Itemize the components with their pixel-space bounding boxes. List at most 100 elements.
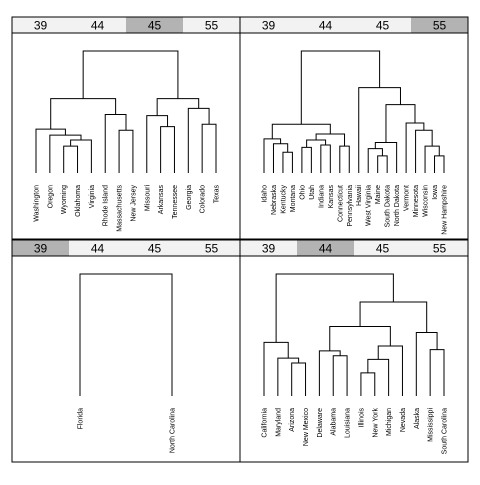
dendrogram-branch [201,123,217,173]
strip-cell-highlight [297,240,354,256]
leaf-label: California [262,408,269,438]
leaf-label: Minnesota [413,185,420,217]
leaf-label: Iowa [432,185,439,200]
dendrogram-branch [360,372,376,396]
leaf-label: Illinois [358,408,365,428]
strip-cell [240,17,297,33]
leaf-label: Hawaii [356,185,363,206]
leaf-label: Alaska [414,408,421,429]
leaf-label: New York [372,408,379,438]
strip-cell [69,17,126,33]
dendrogram-branch [358,87,401,173]
leaf-label: Utah [309,185,316,200]
leaf-label: Alabama [331,408,338,436]
leaf-label: Delaware [317,408,324,438]
strip-label: 45 [376,19,390,33]
strip-cell [126,240,183,256]
dendrogram-branch [104,113,127,173]
leaf-label: South Dakota [385,185,392,228]
dendrogram-branch [49,134,82,173]
dendrogram-branch [306,139,327,148]
dendrogram-branch [282,151,293,173]
leaf-label: Indiana [318,185,325,208]
dendrogram-branch [275,273,394,343]
dendrogram-branch [79,273,173,396]
leaf-label: Texas [214,185,221,204]
leaf-label: Wisconsin [423,185,430,217]
strip-label: 39 [34,242,48,256]
dendrogram-branch [271,123,331,139]
dendrogram-branch [300,50,381,125]
dendrogram-branch [339,145,350,173]
leaf-label: North Dakota [394,185,401,226]
strip-label: 39 [262,19,276,33]
strip-label: 55 [205,242,219,256]
strip-label: 44 [91,242,105,256]
dendrogram-branch [359,301,428,333]
leaf-label: Colorado [200,185,207,214]
strip-cell [12,17,69,33]
dendrogram-branch [156,98,200,116]
dendrogram-branch [63,145,79,173]
leaf-label: Ohio [299,185,306,200]
leaf-label: New Jersey [130,185,137,222]
leaf-label: Missouri [144,185,151,212]
strip-label: 39 [262,242,276,256]
dendrogram-branch [146,115,169,173]
strip-cell [297,17,354,33]
leaf-label: Arizona [289,408,296,432]
dendrogram-branch [367,358,390,396]
strip-cell [411,240,468,256]
dendrogram-branch [320,144,331,173]
dendrogram-branch [50,98,117,130]
leaf-label: North Carolina [170,408,177,453]
dendrogram-branch [263,341,289,396]
dendrogram-branch [367,148,383,173]
leaf-label: South Carolina [442,408,449,454]
dendrogram-branch [277,357,300,396]
leaf-label: Virginia [89,185,96,208]
strip-label: 44 [319,19,333,33]
dendrogram-branch [385,104,416,143]
strip-cell [354,240,411,256]
strip-cell [183,17,240,33]
strip-cell-highlight [12,240,69,256]
strip-cell [69,240,126,256]
leaf-label: Maine [375,185,382,204]
strip-cell [183,240,240,256]
leaf-label: Rhode Island [103,185,110,226]
leaf-label: Montana [290,185,297,212]
dendrogram-branch [187,107,210,173]
leaf-label: Nevada [400,408,407,432]
leaf-label: Kentucky [280,185,287,214]
strip-label: 39 [34,19,48,33]
panel-frame [239,239,469,463]
leaf-label: Louisiana [345,408,352,438]
dendrogram-branch [374,142,398,173]
panel-frame [239,16,469,240]
leaf-label: Maryland [275,408,282,437]
leaf-label: Wyoming [61,185,68,214]
leaf-label: Kansas [328,185,335,209]
leaf-label: Tennessee [172,185,179,219]
leaf-label: Oregon [47,185,54,208]
leaf-label: Pennsylvania [347,185,354,227]
dendrogram-branch [160,126,175,173]
leaf-label: Mississippi [428,408,435,442]
strip-cell-highlight [126,17,183,33]
leaf-label: Washington [34,185,41,222]
panel-frame [11,239,241,463]
dendrogram-branch [301,146,312,173]
dendrogram-branch [272,143,289,173]
dendrogram-branch [415,129,433,173]
strip-label: 45 [148,242,162,256]
dendrogram-branch [118,129,134,173]
strip-label: 45 [376,242,390,256]
strip-label: 55 [433,242,447,256]
leaf-label: West Virginia [366,185,373,226]
